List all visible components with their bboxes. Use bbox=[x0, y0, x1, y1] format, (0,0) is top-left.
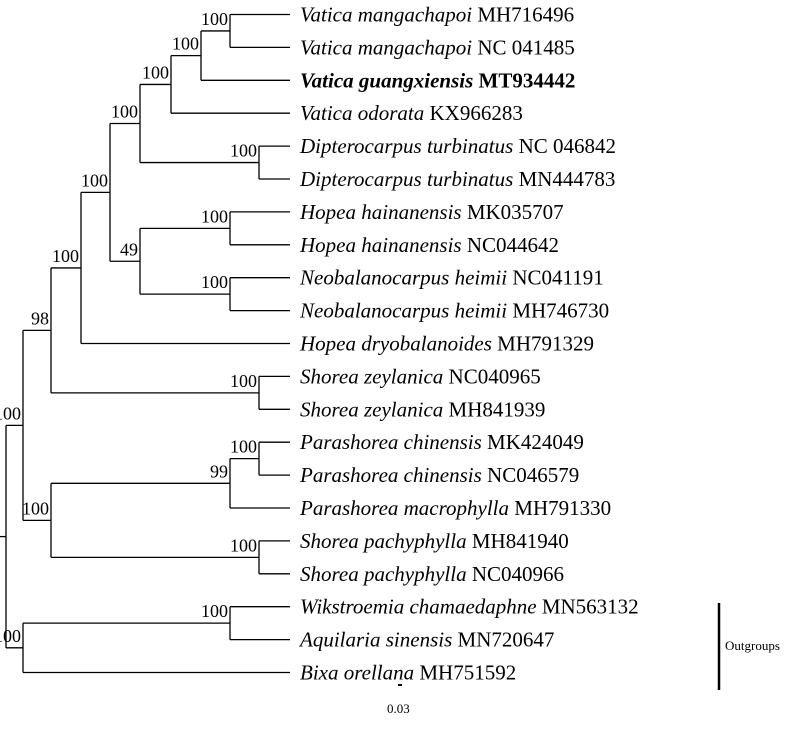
accession-number: NC044642 bbox=[462, 233, 559, 257]
tip-label-nh2: Neobalanocarpus heimii MH746730 bbox=[299, 299, 609, 323]
support-n_sp: 100 bbox=[230, 535, 257, 555]
support-n_vm: 100 bbox=[201, 9, 228, 29]
tip-label-wc: Wikstroemia chamaedaphne MN563132 bbox=[300, 595, 639, 619]
accession-number: MH841940 bbox=[467, 529, 569, 553]
species-name: Vatica mangachapoi bbox=[300, 3, 472, 27]
tip-label-as: Aquilaria sinensis MN720647 bbox=[298, 628, 554, 652]
tip-label-pm: Parashorea macrophylla MH791330 bbox=[299, 496, 611, 520]
support-n_hh: 100 bbox=[201, 206, 228, 226]
species-name: Shorea zeylanica bbox=[300, 364, 443, 388]
scale-label: 0.03 bbox=[387, 701, 410, 716]
accession-number: NC046579 bbox=[482, 463, 579, 487]
accession-number: MN563132 bbox=[537, 595, 639, 619]
accession-number: MT934442 bbox=[473, 68, 575, 92]
support-n_sz: 100 bbox=[230, 371, 257, 391]
support-n_pcm: 99 bbox=[210, 461, 228, 481]
accession-number: KX966283 bbox=[424, 101, 523, 125]
species-name: Bixa orellana bbox=[300, 661, 414, 685]
tip-label-vm1: Vatica mangachapoi MH716496 bbox=[300, 3, 574, 27]
accession-number: NC040966 bbox=[467, 562, 564, 586]
support-values: 1001001001001001001004910010010098100991… bbox=[0, 9, 257, 646]
accession-number: NC041191 bbox=[507, 266, 604, 290]
species-name: Neobalanocarpus heimii bbox=[299, 266, 507, 290]
support-n_out: 100 bbox=[0, 626, 21, 646]
species-name: Parashorea macrophylla bbox=[299, 496, 509, 520]
support-n_dt: 100 bbox=[230, 141, 257, 161]
tip-label-dt2: Dipterocarpus turbinatus MN444783 bbox=[299, 167, 615, 191]
species-name: Parashorea chinensis bbox=[299, 463, 482, 487]
support-n_vd: 100 bbox=[111, 101, 138, 121]
support-n_hd: 100 bbox=[52, 246, 79, 266]
tip-label-vg: Vatica guangxiensis MT934442 bbox=[300, 68, 575, 92]
accession-number: MN720647 bbox=[452, 628, 554, 652]
support-n_vdhn: 100 bbox=[81, 170, 108, 190]
species-name: Hopea hainanensis bbox=[299, 233, 462, 257]
support-n_wa: 100 bbox=[201, 601, 228, 621]
support-n_vmg: 100 bbox=[172, 34, 199, 54]
tree-branches bbox=[0, 13, 290, 674]
tip-label-bo: Bixa orellana MH751592 bbox=[300, 661, 516, 685]
tip-label-sz2: Shorea zeylanica MH841939 bbox=[300, 397, 545, 421]
tip-label-hd: Hopea dryobalanoides MH791329 bbox=[299, 332, 594, 356]
species-name: Dipterocarpus turbinatus bbox=[299, 167, 513, 191]
species-name: Aquilaria sinensis bbox=[298, 628, 452, 652]
accession-number: NC 041485 bbox=[472, 35, 575, 59]
tip-label-pc1: Parashorea chinensis MK424049 bbox=[299, 430, 584, 454]
support-n_ing: 100 bbox=[0, 403, 21, 423]
species-name: Wikstroemia chamaedaphne bbox=[300, 595, 537, 619]
species-name: Hopea dryobalanoides bbox=[299, 332, 492, 356]
species-name: Dipterocarpus turbinatus bbox=[299, 134, 513, 158]
support-n_nh: 100 bbox=[201, 272, 228, 292]
tip-label-hh1: Hopea hainanensis MK035707 bbox=[299, 200, 564, 224]
outgroup-label: Outgroups bbox=[725, 638, 780, 653]
species-name: Vatica mangachapoi bbox=[300, 35, 472, 59]
accession-number: MH791330 bbox=[509, 496, 611, 520]
accession-number: MH791329 bbox=[492, 332, 594, 356]
tip-label-pc2: Parashorea chinensis NC046579 bbox=[299, 463, 579, 487]
species-name: Vatica odorata bbox=[300, 101, 424, 125]
accession-number: MH716496 bbox=[472, 3, 574, 27]
accession-number: MH841939 bbox=[443, 397, 545, 421]
tip-label-vo: Vatica odorata KX966283 bbox=[300, 101, 523, 125]
accession-number: MK424049 bbox=[482, 430, 584, 454]
tip-label-hh2: Hopea hainanensis NC044642 bbox=[299, 233, 559, 257]
accession-number: MN444783 bbox=[513, 167, 615, 191]
support-n_hn: 49 bbox=[120, 239, 138, 259]
species-name: Neobalanocarpus heimii bbox=[299, 299, 507, 323]
accession-number: MH751592 bbox=[414, 661, 516, 685]
support-n_b: 100 bbox=[22, 498, 49, 518]
species-name: Shorea pachyphylla bbox=[300, 529, 467, 553]
support-n_vat: 100 bbox=[142, 62, 169, 82]
tip-label-sp1: Shorea pachyphylla MH841940 bbox=[300, 529, 569, 553]
tip-label-sz1: Shorea zeylanica NC040965 bbox=[300, 364, 541, 388]
tip-label-vm2: Vatica mangachapoi NC 041485 bbox=[300, 35, 575, 59]
accession-number: NC 046842 bbox=[513, 134, 616, 158]
species-name: Shorea zeylanica bbox=[300, 397, 443, 421]
species-name: Hopea hainanensis bbox=[299, 200, 462, 224]
support-n_a: 98 bbox=[31, 308, 49, 328]
species-name: Shorea pachyphylla bbox=[300, 562, 467, 586]
species-name: Parashorea chinensis bbox=[299, 430, 482, 454]
support-n_pc: 100 bbox=[230, 437, 257, 457]
accession-number: NC040965 bbox=[443, 364, 540, 388]
species-name: Vatica guangxiensis bbox=[300, 68, 473, 92]
accession-number: MK035707 bbox=[462, 200, 564, 224]
tip-label-nh1: Neobalanocarpus heimii NC041191 bbox=[299, 266, 604, 290]
tip-label-dt1: Dipterocarpus turbinatus NC 046842 bbox=[299, 134, 616, 158]
tip-label-sp2: Shorea pachyphylla NC040966 bbox=[300, 562, 564, 586]
accession-number: MH746730 bbox=[507, 299, 609, 323]
